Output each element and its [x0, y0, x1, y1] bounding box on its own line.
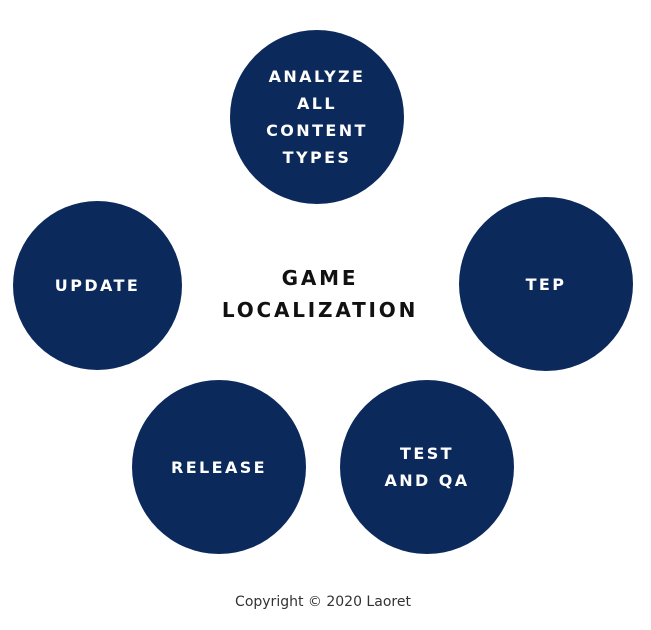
step-label-release: RELEASE	[170, 457, 267, 477]
step-label-tep: TEP	[525, 274, 567, 294]
diagram-title: GAME LOCALIZATION	[221, 266, 419, 322]
step-label-update: UPDATE	[54, 276, 141, 295]
step-label-analyze: ANALYZE ALL CONTENT TYPES	[266, 67, 368, 167]
step-circle-tep: TEP	[459, 197, 633, 371]
step-circle-analyze: ANALYZE ALL CONTENT TYPES	[230, 30, 404, 204]
step-label-test-qa: TEST AND QA	[384, 444, 470, 490]
step-circle-test-qa: TEST AND QA	[340, 380, 514, 554]
copyright-notice: Copyright © 2020 Laoret	[235, 594, 411, 610]
step-circle-release: RELEASE	[132, 380, 306, 554]
step-circle-update: UPDATE	[13, 201, 182, 370]
